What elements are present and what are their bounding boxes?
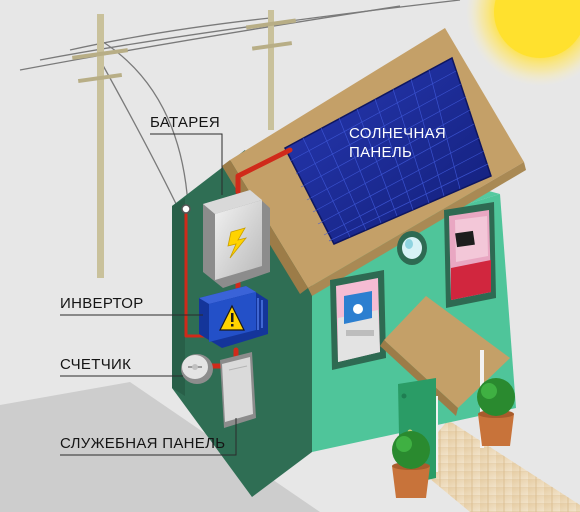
porthole-window xyxy=(397,231,427,265)
power-lines xyxy=(19,0,461,213)
inverter-box xyxy=(199,286,268,348)
meter-dial-icon xyxy=(181,354,213,384)
meter-label: СЧЕТЧИК xyxy=(60,356,132,373)
sun-icon xyxy=(466,0,580,86)
battery-box xyxy=(203,190,270,288)
inverter-label: ИНВЕРТОР xyxy=(60,295,144,312)
solar-panel xyxy=(283,56,492,245)
service-panel-box xyxy=(220,352,256,428)
leader-lines xyxy=(60,133,237,456)
potted-plant-right xyxy=(477,378,515,446)
warning-triangle-icon xyxy=(219,304,245,331)
solar-panel-label-line1: СОЛНЕЧНАЯ xyxy=(349,125,447,142)
utility-pole-left xyxy=(71,14,129,278)
wire-entry-point xyxy=(181,204,191,214)
utility-pole-right xyxy=(245,10,297,130)
brick-path xyxy=(412,420,580,512)
potted-plant-left xyxy=(392,431,430,498)
upper-window xyxy=(444,202,496,308)
house-side-edge xyxy=(172,198,185,396)
lightning-bolt-icon xyxy=(227,227,248,259)
battery-label: БАТАРЕЯ xyxy=(150,114,220,131)
lower-window xyxy=(330,270,386,370)
solar-panel-label-line2: ПАНЕЛЬ xyxy=(349,144,413,161)
service-panel-label: СЛУЖЕБНАЯ ПАНЕЛЬ xyxy=(60,435,226,452)
